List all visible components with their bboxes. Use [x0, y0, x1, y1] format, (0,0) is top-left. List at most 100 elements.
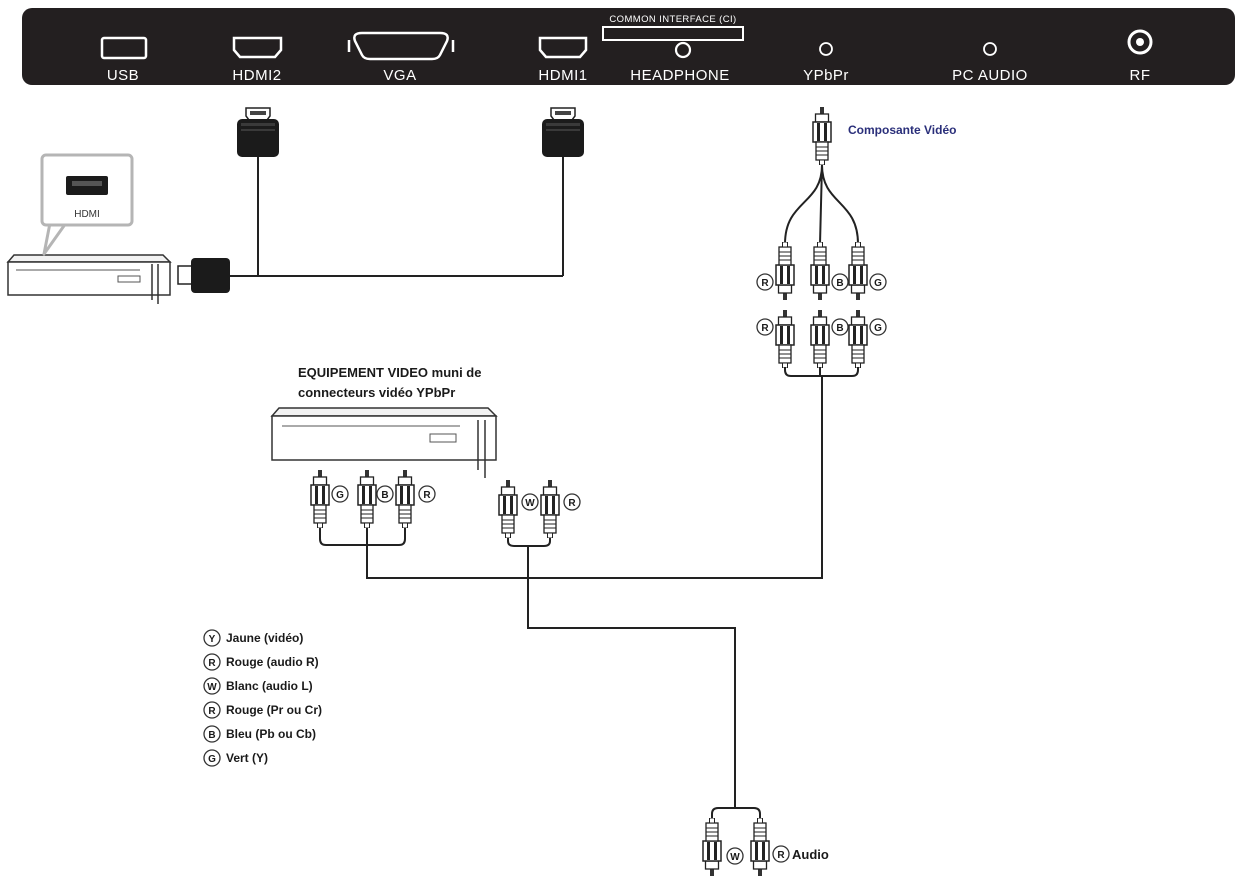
svg-text:Blanc (audio L): Blanc (audio L)	[226, 679, 313, 693]
svg-text:B: B	[208, 730, 215, 741]
tag-b-equipment: B	[376, 485, 394, 503]
hdmi1-port: HDMI1	[538, 36, 588, 84]
usb-port-icon	[100, 36, 148, 60]
tag-w-equipment: W	[521, 493, 539, 511]
svg-text:W: W	[207, 682, 217, 693]
vga-port: VGA	[347, 31, 455, 84]
tag-g-top: G	[869, 273, 887, 291]
equipment-display	[429, 433, 457, 443]
tag-r-equipment: R	[418, 485, 436, 503]
rf-coax-center	[1136, 38, 1144, 46]
component-join-wire	[366, 367, 859, 579]
usb-port: USB	[100, 36, 148, 84]
svg-text:B: B	[381, 490, 388, 501]
tv-back-panel: USB HDMI2 VGA HDMI1 COMMON INTERFACE (CI…	[22, 8, 1235, 85]
equipment-title-line1: EQUIPEMENT VIDEO muni de	[298, 365, 481, 380]
svg-text:R: R	[777, 850, 785, 861]
svg-text:Rouge (audio R): Rouge (audio R)	[226, 655, 319, 669]
equipment-audio-wire	[507, 538, 736, 808]
ypbpr-label: YPbPr	[803, 67, 849, 84]
component-plug-b-top	[811, 242, 829, 300]
panel-background	[22, 8, 1235, 85]
equipment-top	[270, 407, 498, 417]
hdmi-callout: HDMI	[40, 153, 134, 256]
hdmi-connection: HDMI	[6, 108, 584, 304]
svg-text:G: G	[336, 490, 344, 501]
vga-port-icon	[353, 31, 449, 61]
equipment-video-join-wire	[319, 528, 406, 546]
rf-label: RF	[1130, 67, 1151, 84]
rf-port: RF	[1127, 29, 1153, 84]
component-plug-r-top	[776, 242, 794, 300]
equipment-plug-r	[396, 470, 414, 528]
equipment-plug-g	[311, 470, 329, 528]
audio-output: W R Audio	[703, 807, 829, 876]
audio-plug-r	[751, 818, 769, 876]
hdmi-source-device	[6, 254, 230, 304]
callout-tail	[42, 222, 68, 256]
tag-g-equipment: G	[331, 485, 349, 503]
hdmi2-plug-icon	[237, 108, 279, 157]
component-label: Composante Vidéo	[848, 123, 956, 137]
equipment-title-line2: connecteurs vidéo YPbPr	[298, 385, 455, 400]
pc-audio-jack-icon	[983, 42, 997, 56]
svg-text:B: B	[836, 323, 843, 334]
svg-text:R: R	[208, 658, 216, 669]
svg-text:G: G	[208, 754, 216, 765]
headphone-port: HEADPHONE	[630, 41, 730, 84]
tag-r-top: R	[756, 273, 774, 291]
video-equipment: EQUIPEMENT VIDEO muni de connecteurs vid…	[270, 365, 736, 808]
vga-label: VGA	[383, 67, 416, 84]
svg-text:Bleu (Pb ou Cb): Bleu (Pb ou Cb)	[226, 727, 316, 741]
equipment-audio-plug-r	[541, 480, 559, 538]
hdmi-port-icon	[232, 36, 283, 59]
headphone-label: HEADPHONE	[630, 67, 730, 84]
svg-text:B: B	[836, 278, 843, 289]
svg-text:G: G	[874, 278, 882, 289]
legend: Y Jaune (vidéo) R Rouge (audio R) W Blan…	[203, 629, 322, 767]
ypbpr-plug-icon	[813, 107, 831, 165]
legend-item: W Blanc (audio L)	[203, 677, 313, 695]
equipment-front	[271, 415, 497, 461]
headphone-jack-icon	[674, 41, 692, 59]
audio-plug-w	[703, 818, 721, 876]
tag-r-bottom: R	[756, 318, 774, 336]
svg-text:Y: Y	[209, 634, 216, 645]
component-plug-g-bottom	[849, 310, 867, 368]
equipment-audio-plug-w	[499, 480, 517, 538]
svg-text:R: R	[568, 498, 576, 509]
svg-text:G: G	[874, 323, 882, 334]
tag-w-audio: W	[726, 847, 744, 865]
hdmi-port-icon	[538, 36, 588, 59]
ypbpr-port: YPbPr	[803, 42, 849, 84]
legend-item: R Rouge (audio R)	[203, 653, 319, 671]
hdmi2-label: HDMI2	[232, 67, 281, 84]
callout-label: HDMI	[74, 209, 100, 220]
audio-label: Audio	[792, 847, 829, 862]
svg-text:R: R	[423, 490, 431, 501]
common-interface-slot: COMMON INTERFACE (CI)	[602, 14, 744, 41]
tag-b-bottom: B	[831, 318, 849, 336]
hdmi-plug-connector-icon	[177, 265, 193, 285]
svg-text:Vert (Y): Vert (Y)	[226, 751, 268, 765]
ci-label: COMMON INTERFACE (CI)	[609, 14, 736, 25]
audio-split-wire	[711, 807, 761, 820]
tag-g-bottom: G	[869, 318, 887, 336]
hdmi2-port: HDMI2	[232, 36, 283, 84]
equipment-cable-tail	[477, 420, 486, 478]
hdmi1-label: HDMI1	[538, 67, 587, 84]
legend-item: Y Jaune (vidéo)	[203, 629, 303, 647]
component-plug-g-top	[849, 242, 867, 300]
svg-text:R: R	[208, 706, 216, 717]
tag-r-audio: R	[772, 845, 790, 863]
device-top	[6, 254, 172, 263]
hdmi-cable	[230, 157, 564, 277]
component-cable: Composante Vidéo R B G R B G	[366, 107, 956, 579]
device-front	[7, 261, 171, 296]
component-split-wires	[784, 164, 859, 245]
device-cable-tail	[151, 264, 159, 304]
ci-slot-icon	[602, 26, 744, 41]
svg-text:W: W	[730, 852, 740, 863]
legend-item: R Rouge (Pr ou Cr)	[203, 701, 322, 719]
